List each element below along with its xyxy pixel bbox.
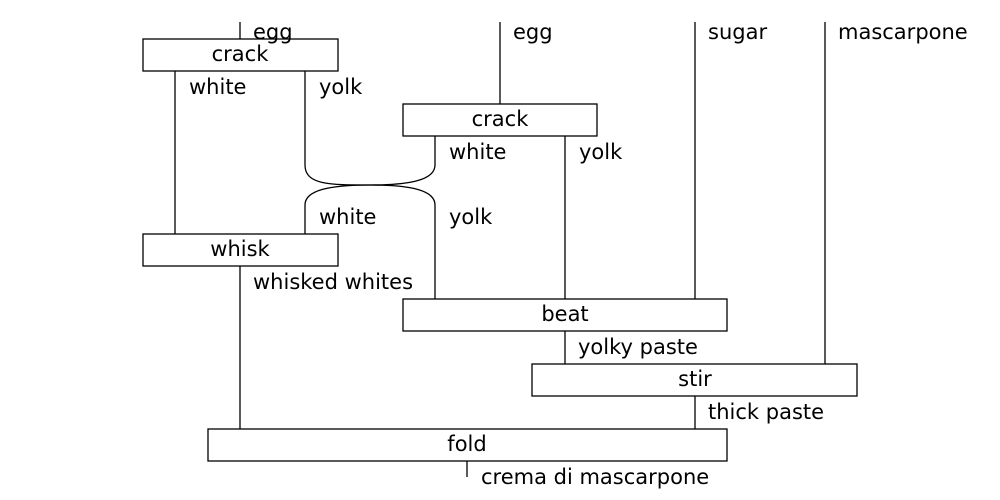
input-label-egg-1: egg (253, 20, 293, 44)
whisk-box: whisk (142, 233, 339, 267)
wire-label-crack-2-white: white (449, 140, 506, 164)
crack-box-1-frame (142, 38, 339, 72)
wire-label-crack-1-yolk: yolk (319, 75, 363, 99)
process-boxes: crack crack whisk beat stir fold (142, 38, 858, 462)
fold-box: fold (207, 428, 728, 462)
output-label-result: crema di mascarpone (481, 465, 709, 489)
input-label-egg-2: egg (513, 20, 553, 44)
wire-label-yolky-paste: yolky paste (578, 335, 698, 359)
wire-crack-2-white (304, 136, 436, 234)
stir-box: stir (531, 363, 858, 397)
beat-box: beat (402, 298, 728, 332)
wire-labels: egg egg sugar mascarpone white yolk whit… (189, 20, 968, 489)
whisk-box-frame (142, 233, 339, 267)
wire-label-swap-yolk: yolk (449, 205, 493, 229)
crack-box-1-label: crack (212, 42, 270, 66)
crack-box-2-label: crack (472, 107, 530, 131)
crack-box-1: crack (142, 38, 339, 72)
beat-box-frame (402, 298, 728, 332)
wire-label-crack-2-yolk: yolk (579, 140, 623, 164)
stir-box-frame (531, 363, 858, 397)
fold-box-label: fold (447, 432, 486, 456)
wire-label-swap-white: white (319, 205, 376, 229)
input-label-sugar: sugar (708, 20, 767, 44)
input-label-mascarpone: mascarpone (838, 20, 968, 44)
beat-box-label: beat (541, 302, 588, 326)
crack-box-2-frame (402, 103, 598, 137)
fold-box-frame (207, 428, 728, 462)
wire-label-crack-1-white: white (189, 75, 246, 99)
wire-label-whisked-whites: whisked whites (253, 270, 413, 294)
whisk-box-label: whisk (210, 237, 270, 261)
wires (174, 22, 826, 477)
crack-box-2: crack (402, 103, 598, 137)
stir-box-label: stir (678, 367, 712, 391)
wire-label-thick-paste: thick paste (708, 400, 824, 424)
